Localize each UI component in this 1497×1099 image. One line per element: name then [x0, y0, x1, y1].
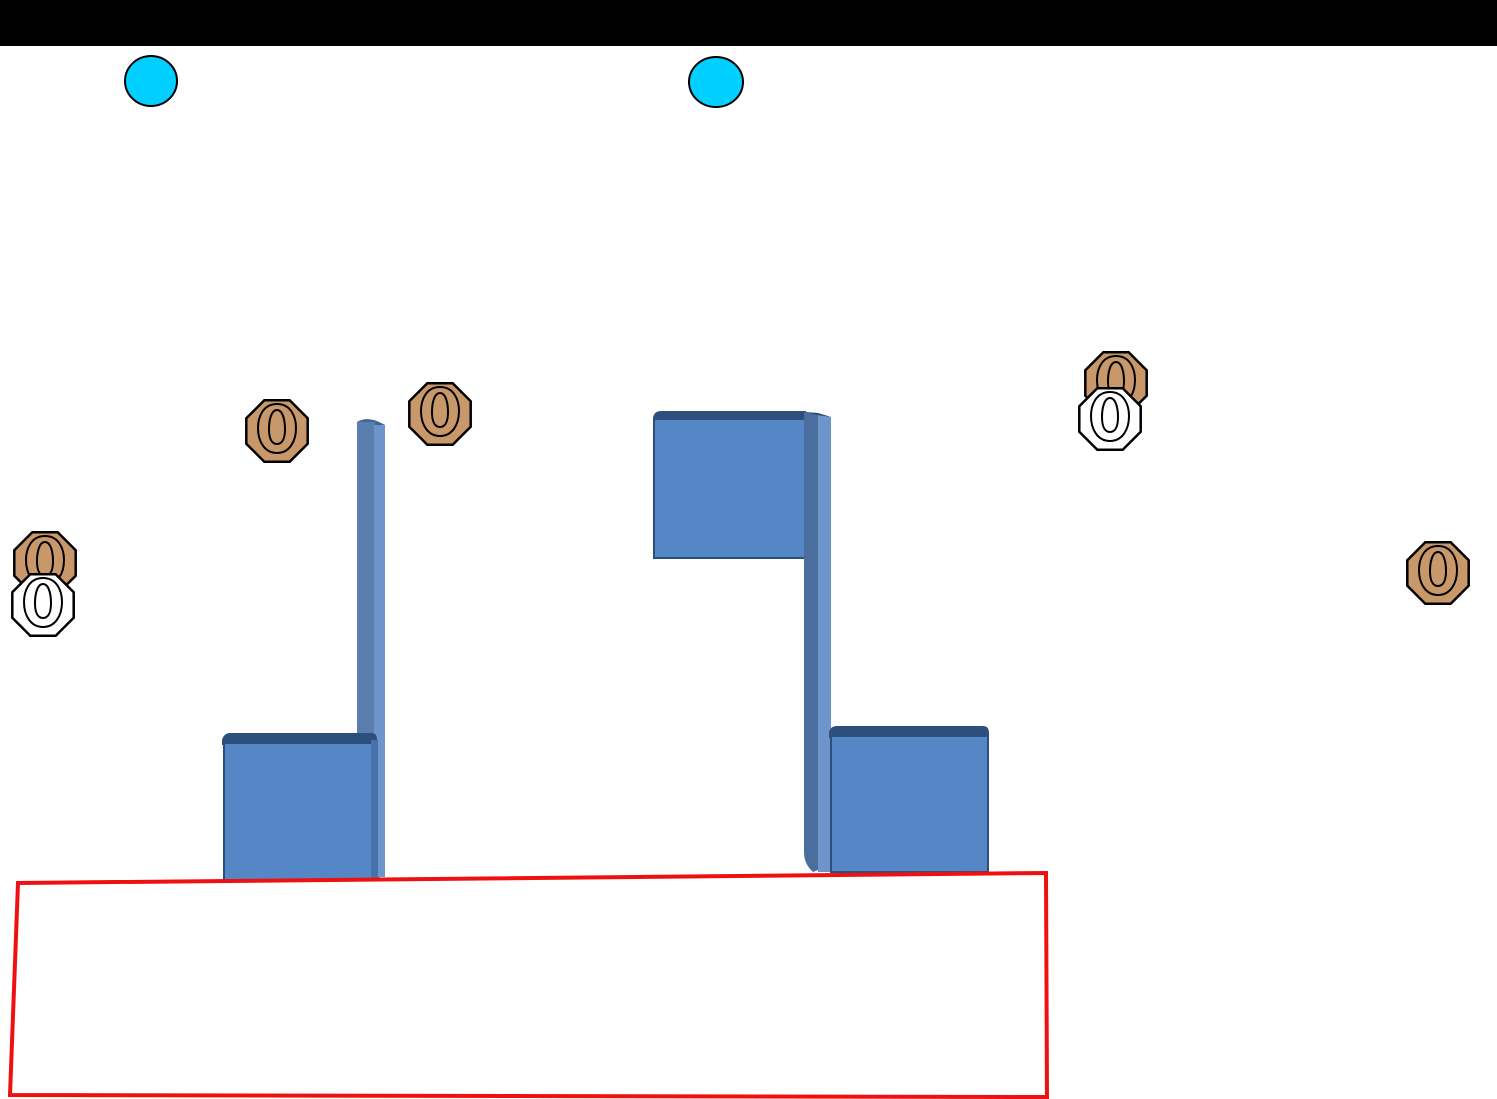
no-shoot-target-icon [1079, 388, 1140, 449]
steel-popper-icon [125, 56, 177, 106]
left-low-wall [222, 733, 378, 880]
steel-popper-icon [689, 57, 743, 107]
title-bar-background [0, 0, 1497, 46]
center-wall [804, 412, 831, 872]
paper-target-icon [246, 400, 307, 461]
paper-target-icon [1407, 542, 1468, 603]
paper-target-icon [409, 383, 470, 444]
no-shoot-target-icon [12, 574, 73, 635]
center-low-wall [829, 726, 989, 872]
center-high-panel [653, 411, 806, 558]
shooting-area-fault-line [10, 873, 1047, 1097]
